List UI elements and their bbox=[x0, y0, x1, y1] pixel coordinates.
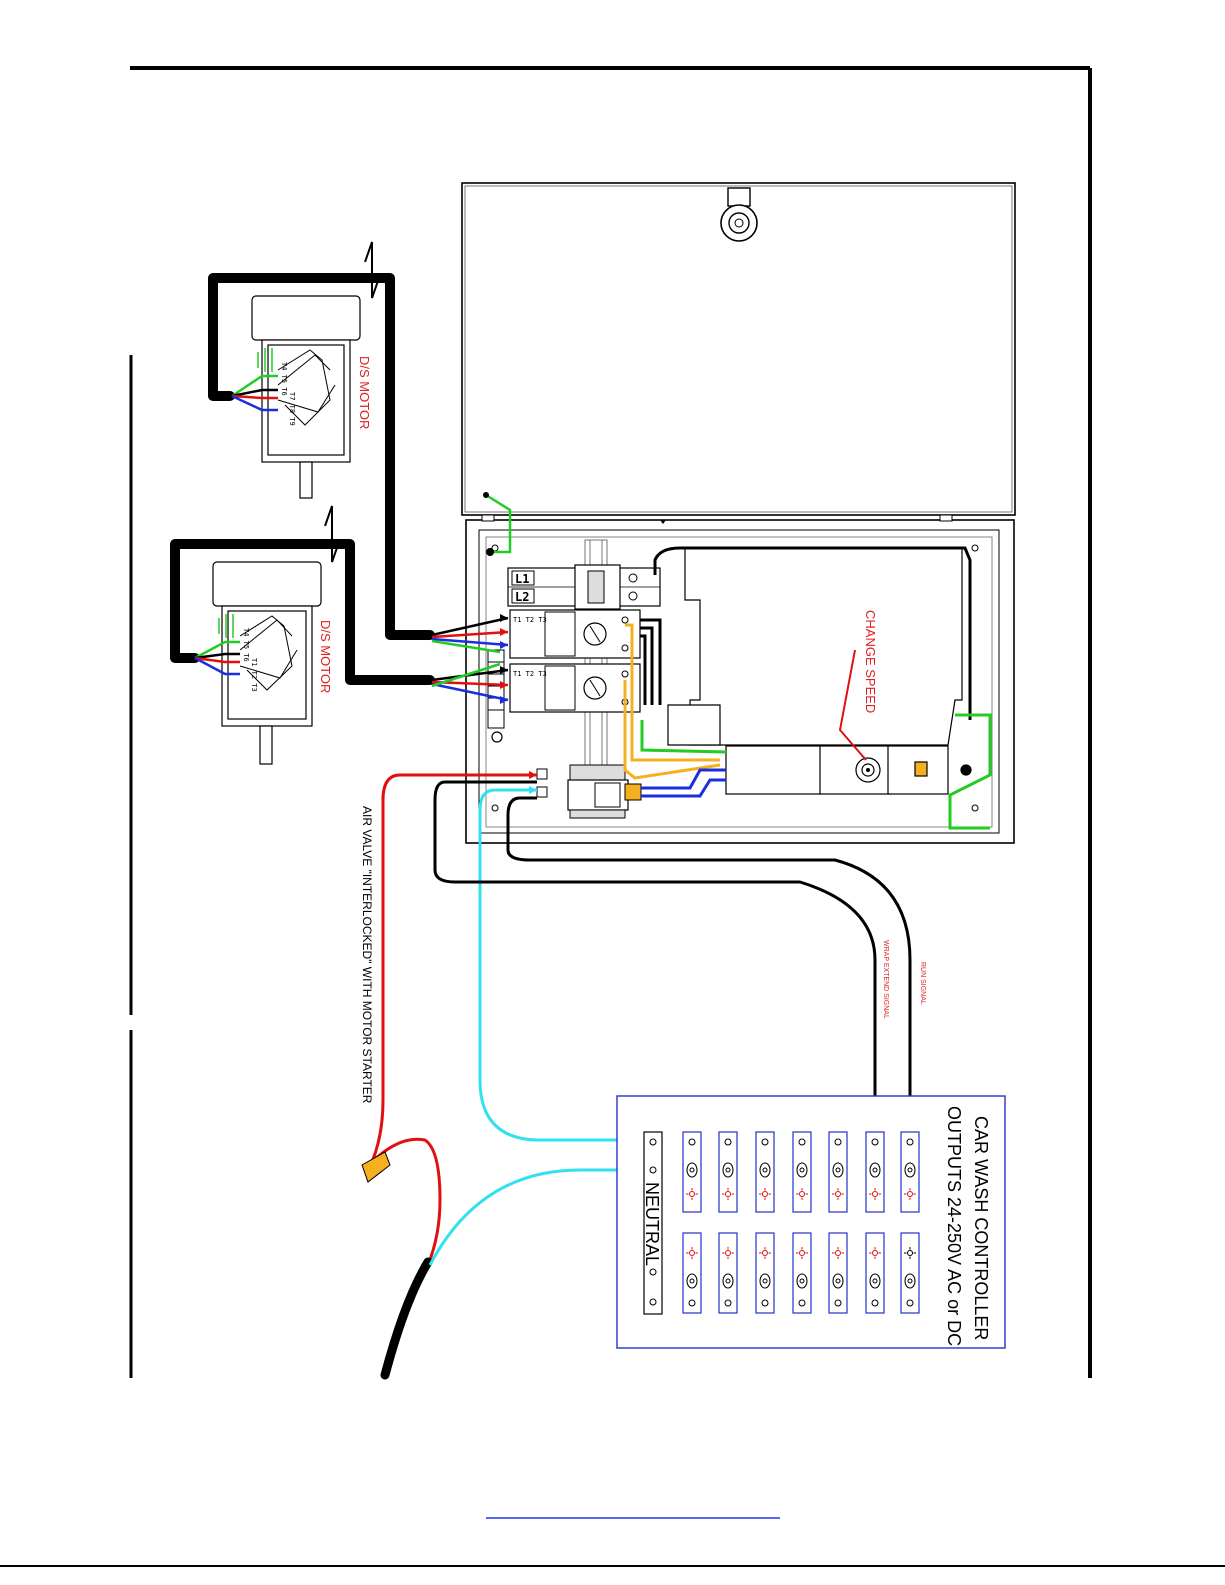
output-terminal bbox=[793, 1233, 811, 1313]
motor-top-label: D/S MOTOR bbox=[357, 356, 372, 429]
air-valve-wire bbox=[372, 775, 537, 1265]
output-terminal bbox=[719, 1132, 737, 1212]
motor-bottom-leads-label-a: T4 T5 T6 bbox=[242, 628, 250, 662]
motor-bottom-leads-label-c: T1 T2 T3 bbox=[250, 658, 258, 692]
wrap-signal-label: WRAP EXTEND SIGNAL bbox=[882, 940, 889, 1019]
motor-bottom-label: D/S MOTOR bbox=[318, 620, 333, 693]
output-terminal bbox=[756, 1132, 774, 1212]
breaker-l1-label: L1 bbox=[515, 572, 529, 586]
motor-top-leads-label-a: T4 T5 T6 bbox=[280, 362, 288, 396]
output-terminal bbox=[683, 1132, 701, 1212]
controller-subtitle: OUTPUTS 24-250V AC or DC bbox=[944, 1106, 964, 1346]
output-terminal bbox=[829, 1233, 847, 1313]
breaker-l2-label: L2 bbox=[515, 590, 529, 604]
neutral-label: NEUTRAL bbox=[642, 1182, 662, 1266]
starter-1-terminals: T1 T2 T3 bbox=[513, 616, 547, 624]
ground-screw-icon bbox=[492, 732, 502, 742]
output-terminal bbox=[829, 1132, 847, 1212]
output-terminal bbox=[793, 1132, 811, 1212]
speed-knob-icon bbox=[866, 768, 870, 772]
run-signal-label: RUN SIGNAL bbox=[919, 962, 926, 1005]
output-terminal bbox=[866, 1233, 884, 1313]
motor-top-leads-label-b: T7 T8 T9 bbox=[288, 392, 296, 426]
output-terminal bbox=[901, 1132, 919, 1212]
enclosure-door bbox=[462, 183, 1015, 515]
air-valve-note: AIR VALVE "INTERLOCKED" WITH MOTOR START… bbox=[360, 806, 374, 1104]
output-terminal bbox=[683, 1233, 701, 1313]
output-terminal bbox=[756, 1233, 774, 1313]
terminal-block bbox=[488, 650, 504, 728]
controller-title: CAR WASH CONTROLLER bbox=[971, 1116, 991, 1340]
circuit-breaker bbox=[508, 565, 660, 609]
starter-2-terminals: T1 T2 T3 bbox=[513, 670, 547, 678]
output-terminal bbox=[866, 1132, 884, 1212]
output-terminal bbox=[901, 1233, 919, 1313]
change-speed-label: CHANGE SPEED bbox=[863, 610, 878, 713]
output-terminal bbox=[719, 1233, 737, 1313]
